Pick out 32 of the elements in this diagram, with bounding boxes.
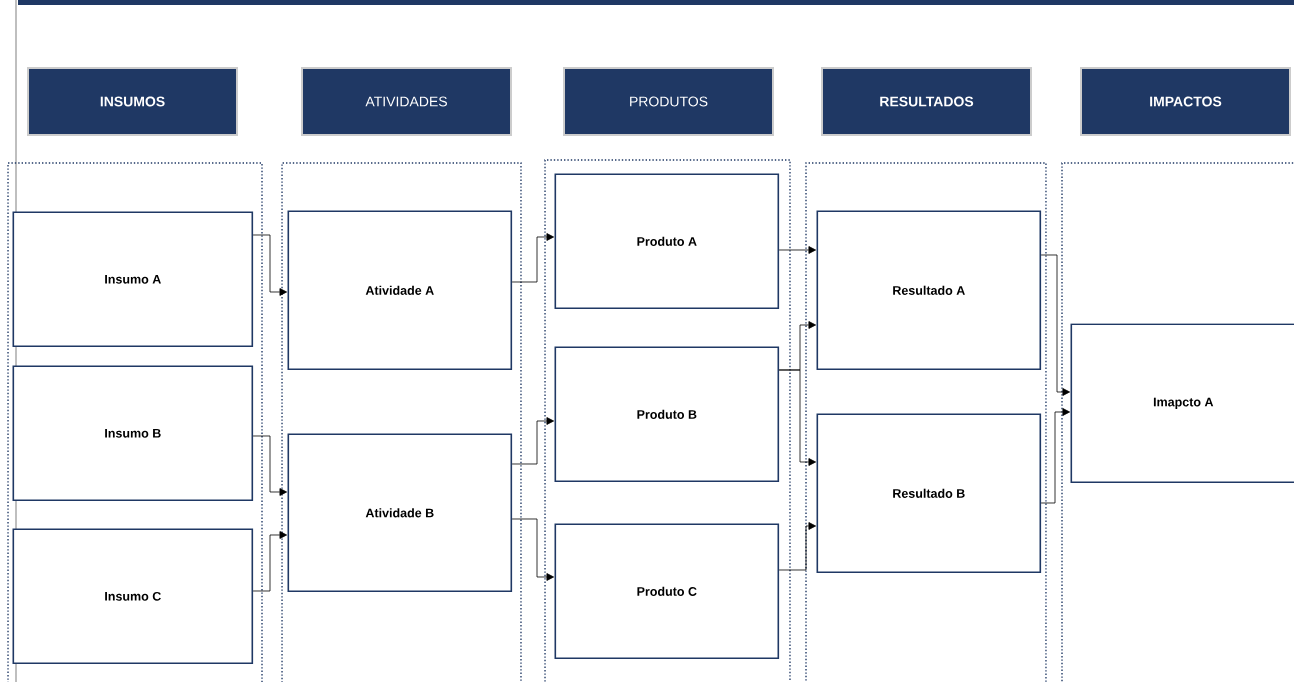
- dotted-column-frame: [805, 162, 1047, 682]
- arrow: [511, 233, 554, 283]
- header-box: RESULTADOS: [821, 67, 1032, 136]
- arrow: [252, 234, 287, 296]
- header-box: IMPACTOS: [1080, 67, 1291, 136]
- process-box: Resultado B: [816, 413, 1042, 574]
- arrow: [511, 518, 554, 581]
- arrow: [252, 435, 287, 496]
- dotted-column-frame: [1061, 162, 1294, 682]
- process-box: Insumo A: [12, 211, 254, 348]
- dotted-column-frame: [544, 159, 791, 682]
- dotted-column-frame: [281, 162, 522, 682]
- arrow: [1040, 408, 1070, 504]
- arrow: [778, 369, 816, 466]
- process-box: Atividade B: [287, 433, 513, 593]
- process-box: Insumo B: [12, 365, 254, 502]
- process-box: Produto C: [554, 523, 780, 660]
- process-box: Produto B: [554, 346, 780, 483]
- header-box: INSUMOS: [27, 67, 238, 136]
- process-box: Resultado A: [816, 210, 1042, 371]
- process-box: Produto A: [554, 173, 780, 310]
- arrow: [511, 417, 554, 465]
- arrow: [778, 246, 816, 254]
- header-box: ATIVIDADES: [301, 67, 512, 136]
- process-box: Atividade A: [287, 210, 513, 371]
- process-box: Imapcto A: [1070, 323, 1294, 484]
- process-box: Insumo C: [12, 528, 254, 665]
- arrow: [252, 531, 287, 592]
- arrow: [1040, 254, 1070, 396]
- arrow: [778, 522, 816, 571]
- dotted-column-frame: [7, 162, 263, 682]
- header-box: PRODUTOS: [563, 67, 774, 136]
